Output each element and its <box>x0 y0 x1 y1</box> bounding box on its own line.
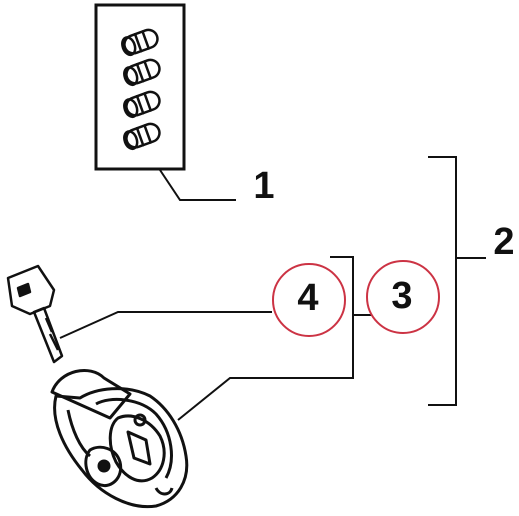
bolt-icon <box>123 90 161 119</box>
bolt-kit-box <box>94 3 186 171</box>
bolt-icon <box>121 28 159 57</box>
lock-cylinder-icon <box>50 369 189 509</box>
highlight-circle-3 <box>366 260 440 334</box>
bracket-2 <box>428 156 457 406</box>
key-icon <box>6 264 64 364</box>
leader-line-4 <box>59 311 272 339</box>
callout-label-3: 3 <box>391 275 413 317</box>
bolt-icon <box>123 58 161 87</box>
highlight-circle-4 <box>272 263 346 337</box>
bracket-3 <box>177 256 354 421</box>
leader-line-1 <box>159 169 236 201</box>
bolts-group <box>121 28 161 151</box>
bolt-icon <box>123 122 161 151</box>
callout-label-2: 2 <box>493 221 515 263</box>
callout-label-1: 1 <box>253 165 275 207</box>
callout-label-4: 4 <box>297 277 319 319</box>
